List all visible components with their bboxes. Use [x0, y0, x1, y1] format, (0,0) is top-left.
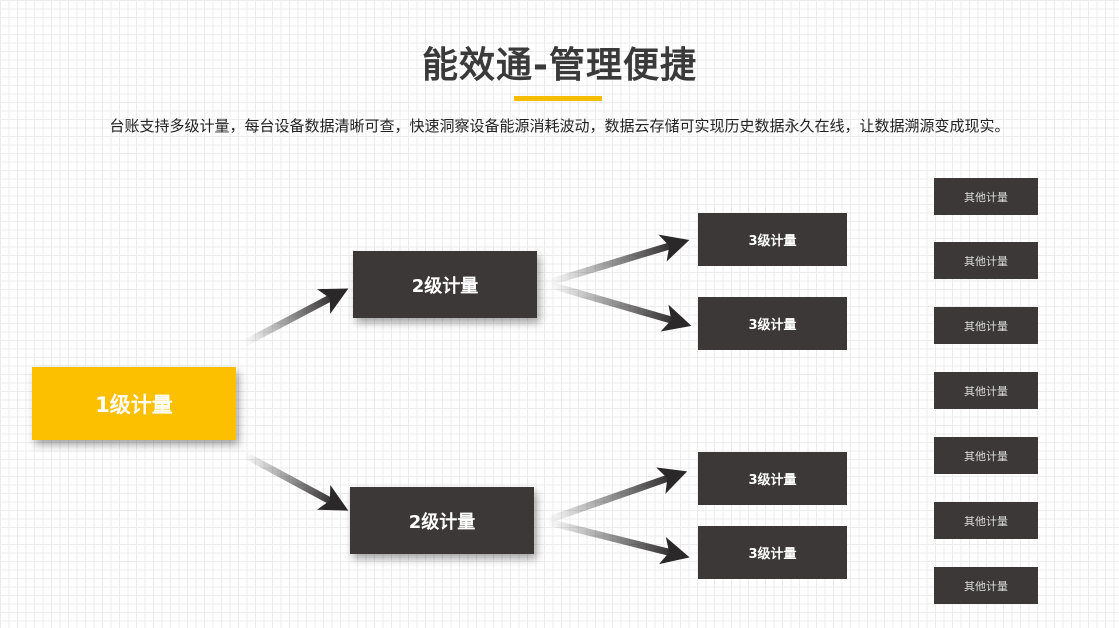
arrow [548, 234, 690, 286]
level3-box: 3级计量 [698, 213, 847, 266]
other-box: 其他计量 [934, 502, 1038, 539]
arrow [547, 518, 690, 565]
arrow [243, 288, 349, 347]
arrow [243, 451, 349, 511]
title-underline [514, 96, 602, 101]
arrow [546, 467, 688, 524]
level3-box: 3级计量 [698, 452, 847, 505]
other-box: 其他计量 [934, 178, 1038, 215]
other-box: 其他计量 [934, 242, 1038, 279]
level2-box: 2级计量 [350, 487, 534, 554]
page-title: 能效通-管理便捷 [422, 45, 697, 86]
level3-box: 3级计量 [698, 526, 847, 579]
description: 台账支持多级计量，每台设备数据清晰可查，快速洞察设备能源消耗波动，数据云存储可实… [109, 117, 1010, 135]
other-box: 其他计量 [934, 437, 1038, 474]
level3-box: 3级计量 [698, 297, 847, 350]
level2-box: 2级计量 [353, 251, 537, 318]
arrow [549, 281, 692, 332]
other-box: 其他计量 [934, 307, 1038, 344]
other-box: 其他计量 [934, 372, 1038, 409]
other-box: 其他计量 [934, 567, 1038, 604]
level1-box: 1级计量 [32, 367, 236, 440]
